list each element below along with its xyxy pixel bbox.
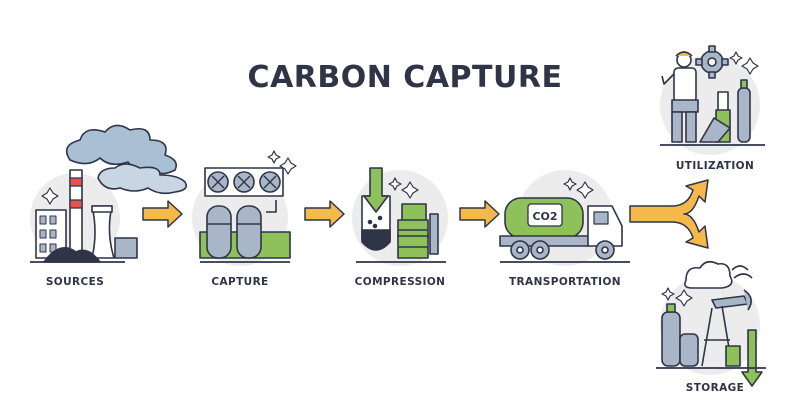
truck-tank-text: CO2 <box>532 210 557 223</box>
page-title: CARBON CAPTURE <box>247 60 563 95</box>
sparkle-icon <box>729 51 743 65</box>
arrow-icon <box>304 200 345 228</box>
label-storage: STORAGE <box>685 382 745 394</box>
truck-icon: CO2 <box>499 197 630 263</box>
label-compression: COMPRESSION <box>354 276 446 288</box>
arrows <box>142 179 709 249</box>
label-sources: SOURCES <box>45 276 105 288</box>
fan-capture-icon <box>199 167 291 263</box>
sparkle-icon <box>401 181 419 199</box>
factory-icon <box>30 124 188 263</box>
arrow-icon <box>459 200 500 228</box>
arrow-icon <box>142 200 183 228</box>
sparkle-icon <box>675 289 693 307</box>
sparkle-icon <box>41 187 59 205</box>
sparkle-icon <box>267 150 281 164</box>
label-capture: CAPTURE <box>211 276 269 288</box>
split-arrow-icon <box>629 179 709 249</box>
sparkle-icon <box>576 181 594 199</box>
smoke-icon <box>65 124 178 175</box>
sparkle-icon <box>279 157 297 175</box>
label-utilization: UTILIZATION <box>675 160 755 172</box>
sparkle-icon <box>563 177 577 191</box>
compressor-icon <box>356 167 446 263</box>
cloud-icon <box>684 260 733 289</box>
sparkle-icon <box>388 177 402 191</box>
oil-pump-icon <box>656 260 766 387</box>
worker-gear-icon <box>660 45 765 146</box>
sparkle-icon <box>661 287 675 301</box>
sparkle-icon <box>741 57 759 75</box>
sparkles <box>41 51 759 307</box>
label-transportation: TRANSPORTATION <box>509 276 621 288</box>
